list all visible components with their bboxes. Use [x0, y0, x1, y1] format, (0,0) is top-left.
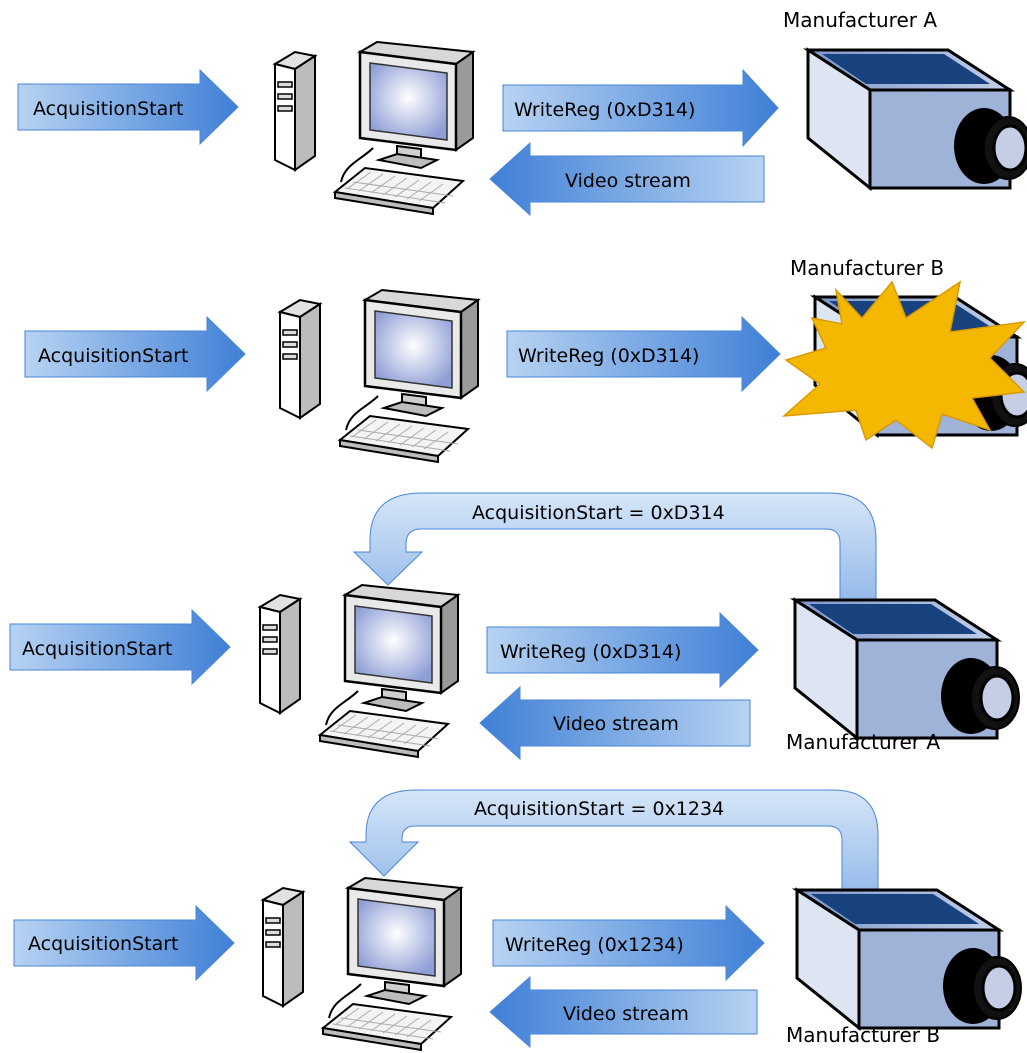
query-arrow: [348, 789, 879, 904]
query-arrow: [352, 492, 877, 611]
scenario-2: AcquisitionStart WriteReg (0xD314) Manuf…: [24, 256, 1027, 464]
burst-icon: [781, 280, 1027, 450]
computer-icon: [261, 876, 463, 1052]
input-label: AcquisitionStart: [38, 345, 188, 367]
scenario-4: AcquisitionStart = 0x1234 AcquisitionSta…: [13, 789, 1023, 1052]
input-arrow: [13, 904, 235, 982]
computer-icon: [273, 40, 475, 216]
query-label: AcquisitionStart = 0x1234: [474, 798, 724, 820]
input-label: AcquisitionStart: [33, 98, 183, 120]
query-label: AcquisitionStart = 0xD314: [472, 502, 725, 524]
write-label: WriteReg (0x1234): [505, 934, 684, 956]
stream-arrow: [489, 141, 765, 217]
stream-label: Video stream: [553, 713, 679, 735]
camera-label: Manufacturer A: [786, 730, 940, 754]
stream-arrow: [479, 685, 751, 761]
write-arrow: [506, 315, 781, 393]
computer-icon: [258, 583, 460, 759]
camera-icon: [806, 48, 1027, 190]
input-arrow: [9, 608, 231, 686]
write-label: WriteReg (0xD314): [500, 641, 681, 663]
stream-label: Video stream: [565, 170, 691, 192]
write-arrow: [502, 68, 779, 148]
write-arrow: [492, 904, 765, 982]
camera-icon: [795, 888, 1023, 1030]
camera-label: Manufacturer A: [783, 8, 937, 32]
camera-label: Manufacturer B: [790, 256, 944, 280]
scenario-3: AcquisitionStart = 0xD314 AcquisitionSta…: [9, 492, 1021, 761]
camera-label: Manufacturer B: [786, 1023, 940, 1047]
stream-label: Video stream: [563, 1003, 689, 1025]
camera-icon: [793, 598, 1021, 740]
write-arrow: [486, 611, 759, 689]
input-arrow: [24, 315, 246, 393]
input-arrow: [17, 68, 239, 146]
write-label: WriteReg (0xD314): [518, 345, 699, 367]
stream-arrow: [489, 975, 758, 1049]
scenario-1: AcquisitionStart WriteReg (0xD314) Video…: [17, 8, 1027, 217]
input-label: AcquisitionStart: [22, 638, 172, 660]
write-label: WriteReg (0xD314): [514, 99, 695, 121]
computer-icon: [278, 288, 480, 464]
input-label: AcquisitionStart: [28, 933, 178, 955]
